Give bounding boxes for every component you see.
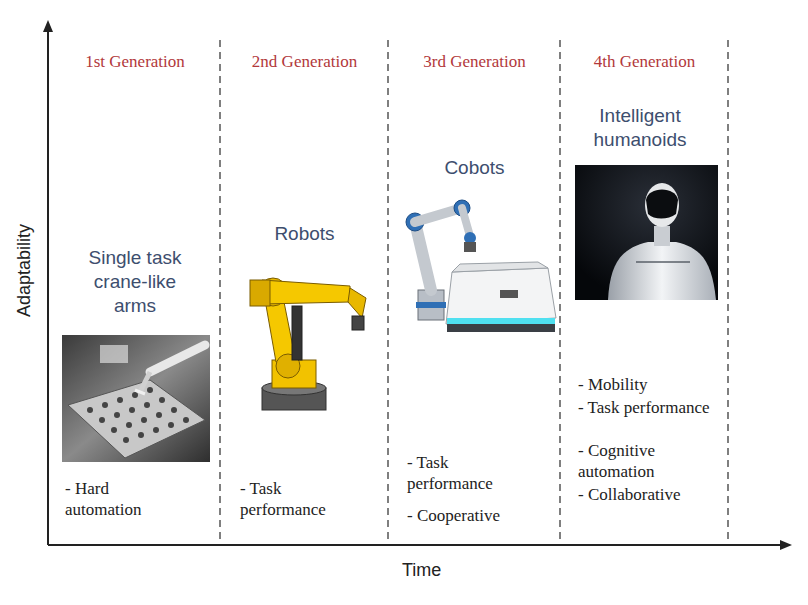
generation-band: 4th GenerationIntelligent humanoids - Mob… — [561, 30, 728, 543]
industrial-robot — [250, 278, 366, 410]
feature-bullet: - Cooperative — [407, 505, 547, 526]
axis-label: Adaptability — [14, 223, 35, 316]
cobot-illustration — [406, 200, 556, 332]
generation-title: Robots — [221, 222, 388, 246]
humanoid-image — [575, 165, 718, 300]
axis-label: Time — [402, 560, 441, 581]
generation-title: Single task crane-like arms — [75, 246, 195, 317]
feature-bullet: - Task performance — [578, 397, 718, 418]
generation-heading: 3rd Generation — [389, 52, 560, 72]
generation-band: 2nd GenerationRobots - Task performance — [221, 30, 388, 543]
generation-heading: 1st Generation — [50, 52, 220, 72]
generation-heading: 4th Generation — [561, 52, 728, 72]
feature-bullet: - Collaborative — [578, 484, 718, 505]
crane-arm-photo — [62, 335, 210, 462]
feature-bullet: - Task performance — [240, 478, 350, 521]
axes — [43, 20, 792, 550]
column-separators — [220, 40, 728, 543]
generation-title: Intelligent humanoids — [565, 104, 715, 152]
generation-heading: 2nd Generation — [221, 52, 388, 72]
feature-bullet: - Task performance — [407, 452, 522, 495]
feature-bullet: - Cognitive automation — [578, 440, 718, 483]
feature-bullet: - Hard automation — [65, 478, 165, 521]
feature-bullet: - Mobility — [578, 374, 718, 395]
generation-band: 1st GenerationSingle task crane-like arm… — [50, 30, 220, 543]
generation-title: Cobots — [389, 156, 560, 180]
generation-band: 3rd GenerationCobots - Task performance - … — [389, 30, 560, 543]
